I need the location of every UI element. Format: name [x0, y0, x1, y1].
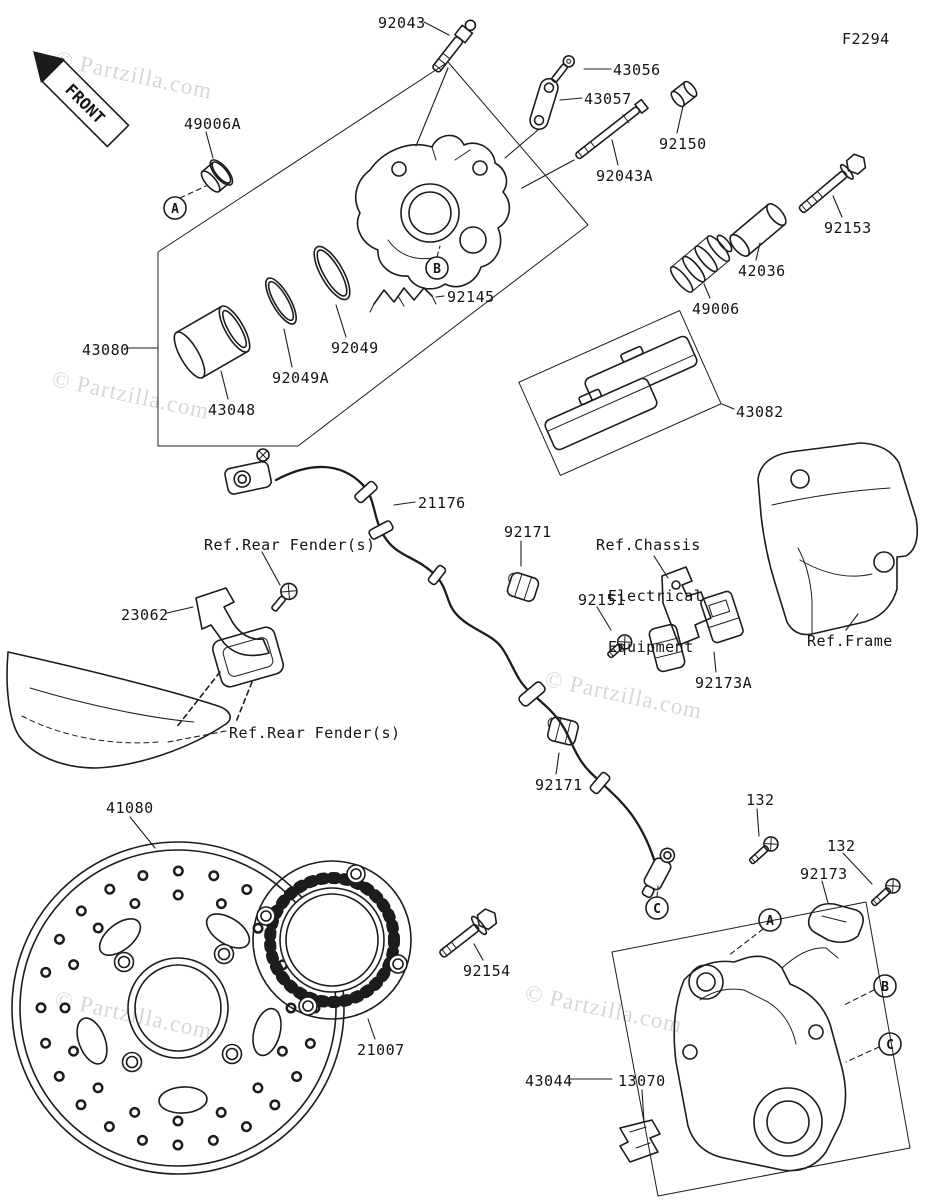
ref-label-rear-fender-bottom: Ref.Rear Fender(s) [229, 724, 401, 742]
part-drawing-screw-132-right [870, 878, 901, 907]
part-label-92043a: 92043A [596, 167, 654, 185]
part-drawing-frame-ref [757, 442, 919, 636]
part-drawing-screw-92151 [607, 634, 633, 659]
svg-text:B: B [881, 980, 889, 995]
part-label-92049: 92049 [331, 339, 379, 357]
part-label-43080: 43080 [82, 341, 130, 359]
part-drawing-clamp-92171-bottom [546, 716, 580, 746]
part-label-92154: 92154 [463, 962, 511, 980]
part-drawing-caliper-bracket-43044 [673, 947, 847, 1172]
part-label-92049a: 92049A [272, 369, 330, 387]
part-label-23062: 23062 [121, 606, 169, 624]
subassembly-box-43082 [518, 310, 722, 476]
svg-text:C: C [653, 902, 661, 917]
part-label-92151: 92151 [578, 591, 626, 609]
part-label-92171-top: 92171 [504, 523, 552, 541]
part-label-92173a: 92173A [695, 674, 753, 692]
part-drawing-screw-132-left [748, 836, 779, 865]
ref-chassis-line2: Electrical [608, 587, 704, 605]
part-drawing-caliper-body [354, 134, 511, 290]
ref-chassis-line1: Ref.Chassis [596, 536, 701, 554]
part-drawing-clamp-92171-top [506, 572, 540, 602]
callout-leader-lines [167, 185, 880, 1063]
part-drawing-cup-92150 [670, 80, 698, 108]
leader-lines [125, 21, 873, 1123]
subassembly-box-43080 [157, 61, 589, 447]
part-label-13070: 13070 [618, 1072, 666, 1090]
part-drawing-piston-seal-92049 [313, 245, 351, 301]
part-label-92150: 92150 [659, 135, 707, 153]
part-drawing-pin-92043a [575, 98, 649, 160]
ref-chassis-line3: Equipment [608, 638, 694, 656]
part-drawing-pad-spring-92145 [369, 287, 437, 313]
svg-text:A: A [171, 202, 179, 217]
part-label-92173: 92173 [800, 865, 848, 883]
part-drawing-bleed-bolt-92043 [432, 19, 477, 73]
part-label-43048: 43048 [208, 401, 256, 419]
part-label-43057: 43057 [584, 90, 632, 108]
part-label-43044: 43044 [525, 1072, 573, 1090]
part-label-92145: 92145 [447, 288, 495, 306]
part-drawing-bolt-92154 [439, 908, 498, 958]
part-label-49006a: 49006A [184, 115, 242, 133]
part-label-21007: 21007 [357, 1041, 405, 1059]
part-label-132-left: 132 [746, 791, 775, 809]
callout-c-right: C [878, 1032, 902, 1056]
ref-label-chassis-electrical-equipment: Ref.Chassis Electrical Equipment [596, 503, 703, 690]
part-drawing-dust-seal-92049a [265, 277, 297, 325]
svg-text:A: A [766, 914, 774, 929]
part-drawing-piston-43048 [173, 305, 251, 379]
callout-a-right: A [758, 908, 782, 932]
part-drawing-abs-ring-21007 [252, 860, 412, 1020]
part-drawing-sleeve-42036 [729, 203, 787, 257]
part-label-92171-bottom: 92171 [535, 776, 583, 794]
part-drawing-pad-stopper-13070 [619, 1119, 661, 1163]
part-drawing-abs-sensor-wire-21176 [224, 448, 676, 899]
ref-label-frame: Ref.Frame [807, 632, 893, 650]
part-drawing-rear-fender-ref [6, 651, 231, 769]
callout-c-bottom: C [645, 896, 669, 920]
callout-b-right: B [873, 974, 897, 998]
part-label-92153: 92153 [824, 219, 872, 237]
part-drawing-fender-screw [271, 582, 298, 612]
part-drawing-boot-49006a [200, 159, 234, 193]
part-drawing-bolt-92153 [798, 153, 867, 214]
part-drawing-damper-92173a [648, 590, 744, 673]
part-label-43082: 43082 [736, 403, 784, 421]
part-label-43056: 43056 [613, 61, 661, 79]
part-drawing-damper-92173 [807, 902, 864, 944]
callout-b-top: B [425, 256, 449, 280]
part-drawing-bracket-23062 [175, 587, 285, 729]
svg-text:C: C [886, 1038, 894, 1053]
abs-sensor-end [641, 847, 676, 899]
front-direction-arrow: FRONT [33, 51, 130, 148]
part-label-92043: 92043 [378, 14, 426, 32]
part-label-41080: 41080 [106, 799, 154, 817]
ref-label-rear-fender-top: Ref.Rear Fender(s) [204, 536, 376, 554]
diagram-code: F2294 [842, 30, 890, 48]
part-drawing-boot-49006 [669, 234, 733, 293]
callout-a-top: A [163, 196, 187, 220]
part-drawing-cap-bolt-43056 [551, 55, 576, 83]
part-label-21176: 21176 [418, 494, 466, 512]
part-label-42036: 42036 [738, 262, 786, 280]
svg-text:B: B [433, 262, 441, 277]
part-drawing-link-plate-43057 [529, 77, 559, 131]
part-label-49006: 49006 [692, 300, 740, 318]
part-label-132-right: 132 [827, 837, 856, 855]
part-drawing-brake-pads-43082 [544, 335, 698, 451]
